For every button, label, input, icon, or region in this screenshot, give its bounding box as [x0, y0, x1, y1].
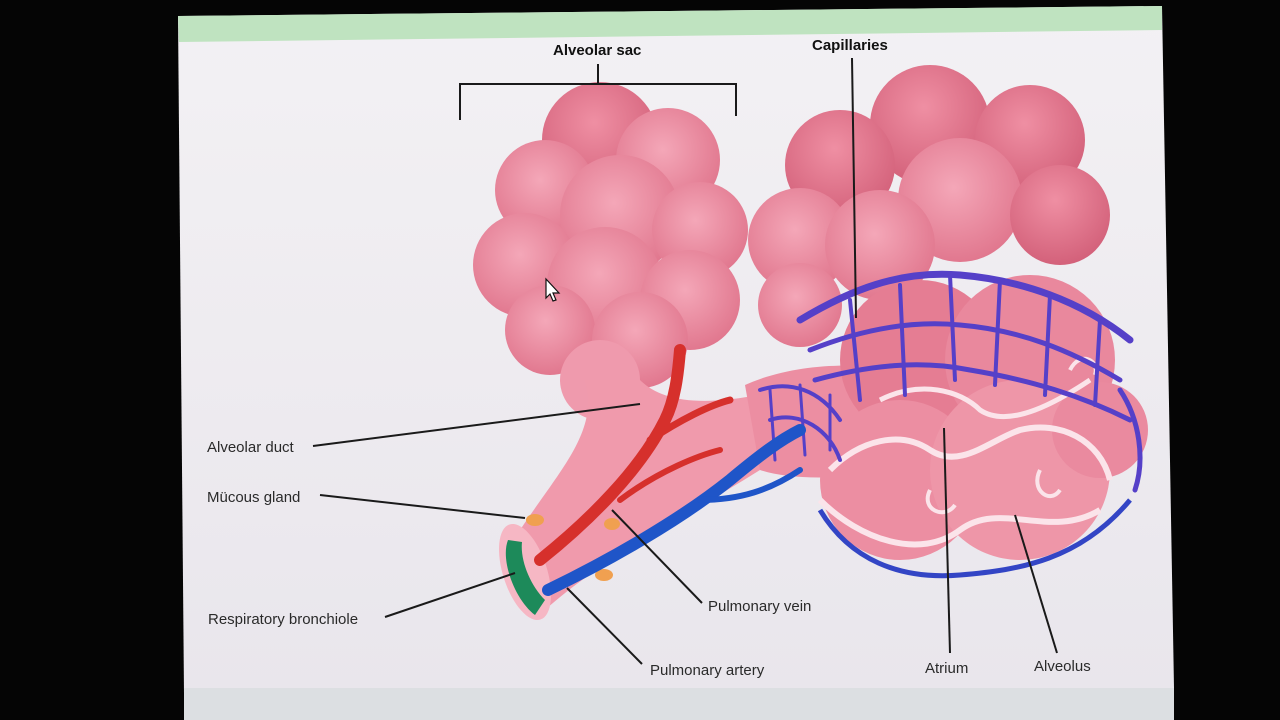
- leader-lines: [312, 57, 1058, 665]
- mouse-cursor-icon: [545, 277, 561, 302]
- pulmonary-vein-illustration: [534, 344, 734, 566]
- label-alveolar-sac: Alveolar sac: [553, 42, 641, 59]
- label-capillaries: Capillaries: [812, 37, 888, 54]
- alveolar-sac-bracket: [459, 64, 737, 120]
- label-pulmonary-vein: Pulmonary vein: [708, 598, 811, 615]
- label-alveolar-duct: Alveolar duct: [207, 439, 295, 456]
- bronchiole-epithelium: [505, 540, 545, 615]
- label-alveolus: Alveolus: [1034, 658, 1091, 675]
- pulmonary-artery-illustration: [542, 424, 806, 596]
- mucous-gland-dot: [604, 518, 620, 530]
- label-atrium: Atrium: [925, 660, 968, 677]
- capillary-network: [758, 270, 1143, 493]
- label-respiratory-bronchiole: Respiratory bronchiole: [208, 611, 358, 628]
- slide-bottom-strip: [184, 688, 1174, 720]
- alveoli-cluster-illustration: [748, 65, 1148, 579]
- slide-top-banner: [178, 6, 1162, 42]
- mucous-gland-dot: [526, 514, 544, 526]
- mucous-gland-dot: [595, 569, 613, 581]
- label-pulmonary-artery: Pulmonary artery: [650, 662, 765, 679]
- label-mucous-gland: Mücous gland: [207, 489, 300, 506]
